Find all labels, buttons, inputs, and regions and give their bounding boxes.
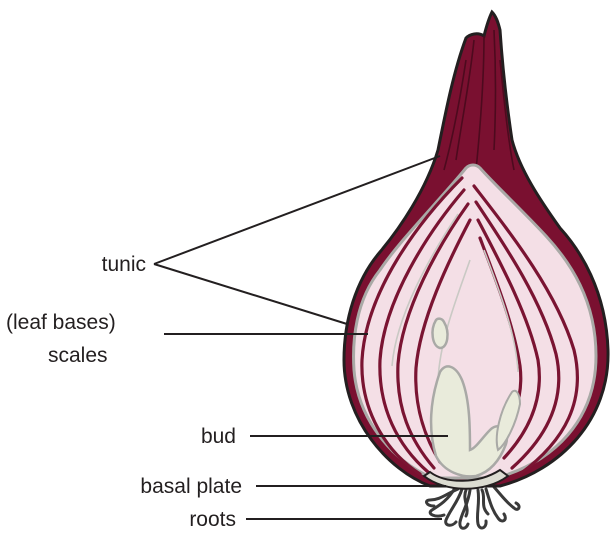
basal-plate-label: basal plate (140, 475, 242, 498)
tunic-label: tunic (102, 253, 146, 276)
onion-flesh (354, 165, 596, 478)
scales-label: scales (48, 344, 108, 367)
roots-illustration (427, 487, 520, 528)
bud-label: bud (201, 425, 236, 448)
roots-label: roots (189, 508, 236, 531)
tunic-leader-lower (154, 264, 347, 324)
bud-inner-leaf (433, 319, 448, 348)
leaf-bases-label: (leaf bases) (6, 311, 116, 334)
